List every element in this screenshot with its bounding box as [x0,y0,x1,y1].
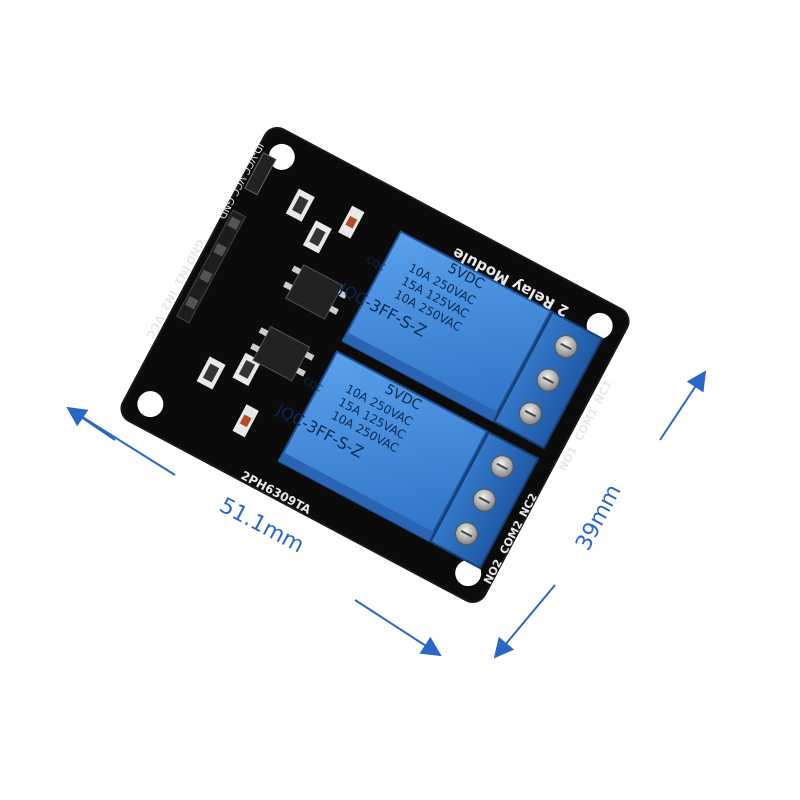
height-label: 39mm [571,481,626,555]
pcb-board [120,127,630,603]
mounting-hole [268,143,295,170]
relay-2 [277,350,489,543]
smd-components [196,188,365,438]
pin-header [176,209,247,324]
jumper [244,152,277,196]
mounting-hole [137,391,164,418]
optocoupler [250,264,348,382]
terminal-block-2 [429,430,540,570]
terminal-block-1 [493,310,604,450]
mounting-hole [455,560,482,587]
mounting-hole [586,312,613,339]
relay-1 [341,230,553,423]
